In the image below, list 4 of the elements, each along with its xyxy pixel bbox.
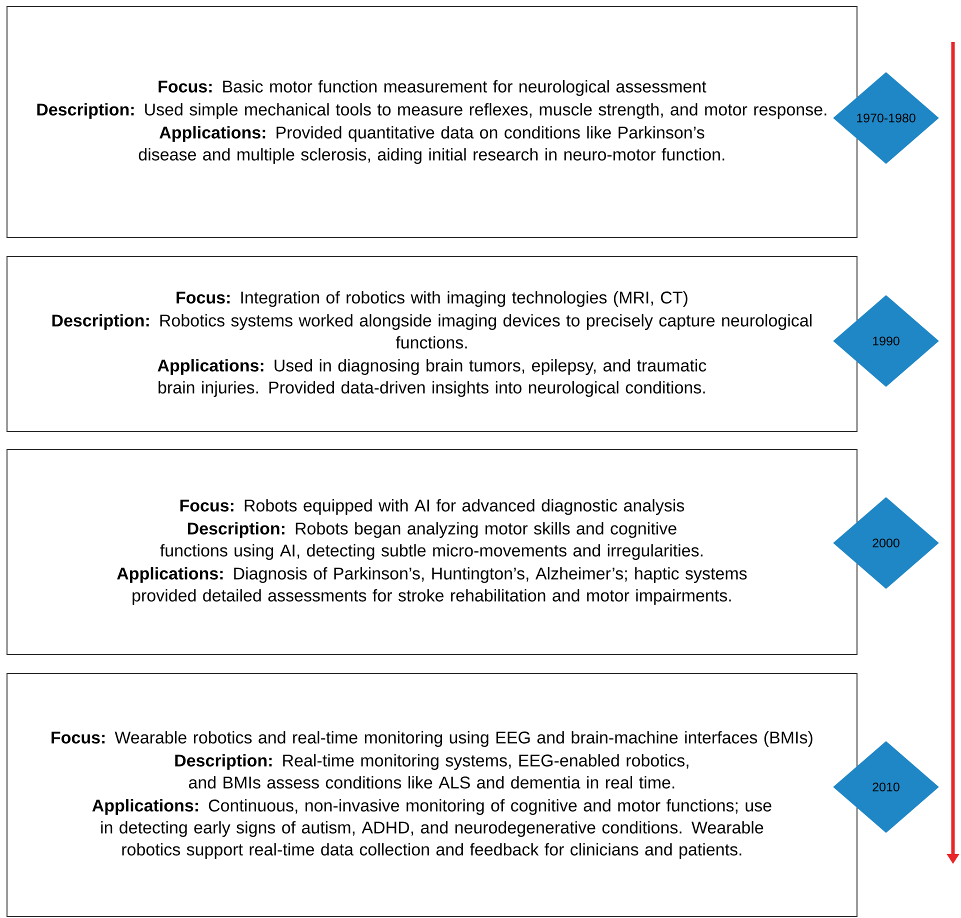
timeline-box: Focus: Wearable robotics and real-time monitoring using EEG and brain-machine interfaces (BMIs) Description: Real-time monitoring systems, EEG-enabled robotics, and BMIs assess conditions like ALS and dementia in real time. Applications: Continuous, non-invasive monitoring of cognitive and motor functions; use in detecting early signs of autism, ADHD, and neurodegenerative conditions. Wearable robotics support real-time data collection and feedback for clinicians and patients. [6,673,858,917]
timeline-box: Focus: Robots equipped with AI for advanced diagnostic analysis Description: Robots began analyzing motor skills and cognitive functions using AI, detecting subtle micro-movements and irregularities. Applications: Diagnosis of Parkinson’s, Huntington’s, Alzheimer’s; haptic systems provided detailed assessments for stroke rehabilitation and motor impairments. [6,449,858,655]
timeline-box: Focus: Basic motor function measurement for neurological assessment Description: Used simple mechanical tools to measure reflexes, muscle strength, and motor response. Applications: Provided quantitative data on conditions like Parkinson’s disease and multiple sclerosis, aiding initial research in neuro-motor function. [6,6,858,238]
timeline-box: Focus: Integration of robotics with imaging technologies (MRI, CT) Description: Robotics systems worked alongside imaging devices to precisely capture neurological functions. Applications: Used in diagnosing brain tumors, epilepsy, and traumatic brain injuries. Provided data-driven insights into neurological conditions. [6,256,858,432]
